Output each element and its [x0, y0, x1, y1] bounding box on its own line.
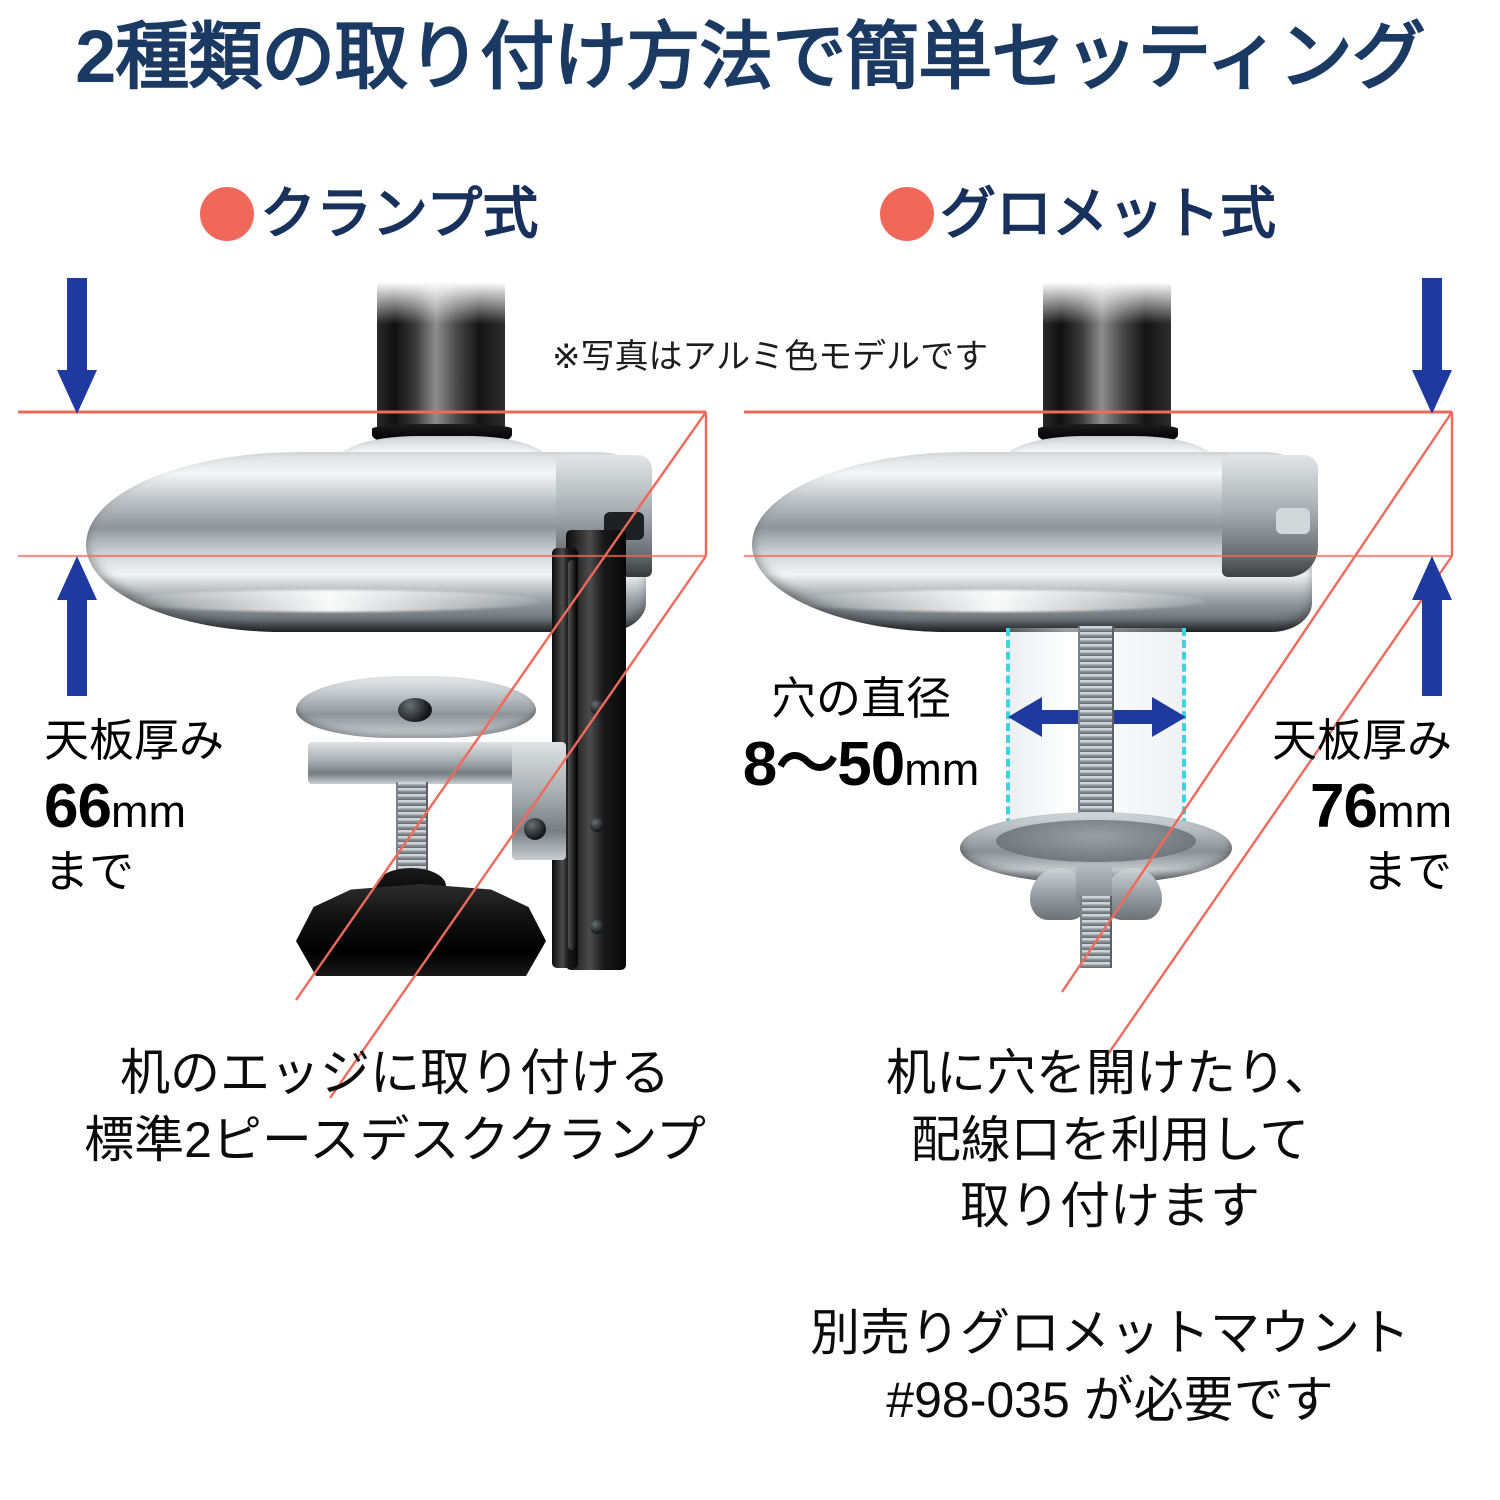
grommet-accessory-note: 別売りグロメットマウント #98-035 が必要です — [760, 1300, 1460, 1433]
arrow-up-icon-right — [1412, 556, 1452, 696]
bracket-hole — [590, 700, 604, 714]
hole-diameter-caption: 穴の直径 — [770, 673, 951, 724]
grommet-caption-line2: 配線口を利用して — [910, 1111, 1310, 1168]
grommet-thickness-unit: mm — [1377, 785, 1452, 837]
grommet-thickness-value: 76 — [1310, 771, 1378, 841]
grommet-thickness-caption: 天板厚み — [1271, 715, 1452, 766]
clamp-knob — [296, 884, 546, 976]
clamp-caption: 机のエッジに取り付ける 標準2ピースデスククランプ — [30, 1040, 760, 1173]
clamp-caption-line2: 標準2ピースデスククランプ — [84, 1111, 706, 1168]
plate-highlight — [120, 590, 540, 612]
clamp-bar-elbow — [512, 742, 566, 860]
section-heading-clamp: クランプ式 — [200, 186, 538, 242]
plate-notch — [1276, 508, 1310, 534]
page-title: 2種類の取り付け方法で簡単セッティング — [75, 15, 1426, 98]
clamp-thickness-value: 66 — [44, 771, 112, 841]
grommet-thickness-label: 天板厚み 76mm まで — [1272, 714, 1452, 899]
clamp-bracket-highlight — [568, 560, 576, 950]
arrow-head — [1412, 370, 1452, 414]
clamp-thickness-suffix: まで — [44, 845, 135, 897]
arrow-shaft — [1422, 598, 1442, 696]
clamp-bar-bolt — [524, 818, 546, 840]
pole-top-fade — [377, 282, 505, 324]
arrow-head — [57, 370, 97, 414]
bullet-circle-icon — [880, 187, 934, 241]
hole-diameter-label: 穴の直径 8〜50mm — [716, 672, 1006, 803]
hole-edge-dashed-left — [1006, 628, 1010, 850]
grommet-caption-line1: 机に穴を開けたり、 — [886, 1045, 1334, 1101]
arrow-down-icon-right — [1412, 278, 1452, 414]
grommet-thickness-suffix: まで — [1361, 845, 1452, 897]
grommet-washer-inner — [996, 820, 1196, 862]
plate-highlight — [786, 590, 1206, 612]
arrow-up-icon-left — [57, 556, 97, 696]
arrow-right-head-icon — [1152, 697, 1186, 737]
arrow-head — [1412, 556, 1452, 600]
arrow-left-head-icon — [1008, 697, 1042, 737]
arrow-head — [57, 556, 97, 600]
bracket-hole — [590, 920, 604, 934]
hole-diameter-value-row: 8〜50mm — [716, 727, 1006, 803]
bullet-circle-icon — [200, 187, 254, 241]
arrow-shaft — [67, 278, 87, 374]
clamp-thickness-label: 天板厚み 66mm まで — [44, 714, 224, 899]
hole-edge-dashed-right — [1182, 628, 1186, 850]
hole-diameter-unit: mm — [904, 743, 980, 795]
clamp-pad-center-hole — [398, 698, 432, 722]
arrow-down-icon-left — [57, 278, 97, 414]
clamp-thickness-caption: 天板厚み — [44, 715, 225, 766]
clamp-caption-line1: 机のエッジに取り付ける — [120, 1045, 670, 1101]
clamp-thickness-unit: mm — [110, 785, 186, 837]
arrow-shaft — [1422, 278, 1442, 374]
pole-top-fade — [1043, 282, 1171, 324]
grommet-accessory-line2: #98-035 が必要です — [886, 1371, 1334, 1428]
photo-disclaimer-note: ※写真はアルミ色モデルです — [552, 338, 989, 376]
section-heading-clamp-label: クランプ式 — [260, 182, 539, 245]
hole-diameter-value: 8〜50 — [742, 729, 905, 799]
bracket-hole — [590, 818, 604, 832]
section-heading-grommet-label: グロメット式 — [940, 182, 1276, 245]
clamp-thickness-value-row: 66mm — [44, 769, 224, 845]
grommet-thickness-value-row: 76mm — [1272, 769, 1452, 845]
grommet-caption: 机に穴を開けたり、 配線口を利用して 取り付けます — [790, 1040, 1430, 1240]
grommet-caption-line3: 取り付けます — [960, 1178, 1260, 1234]
grommet-accessory-line1: 別売りグロメットマウント — [810, 1305, 1410, 1361]
section-heading-grommet: グロメット式 — [880, 186, 1276, 242]
arrow-shaft — [67, 598, 87, 696]
bolt-tail — [1080, 896, 1112, 968]
